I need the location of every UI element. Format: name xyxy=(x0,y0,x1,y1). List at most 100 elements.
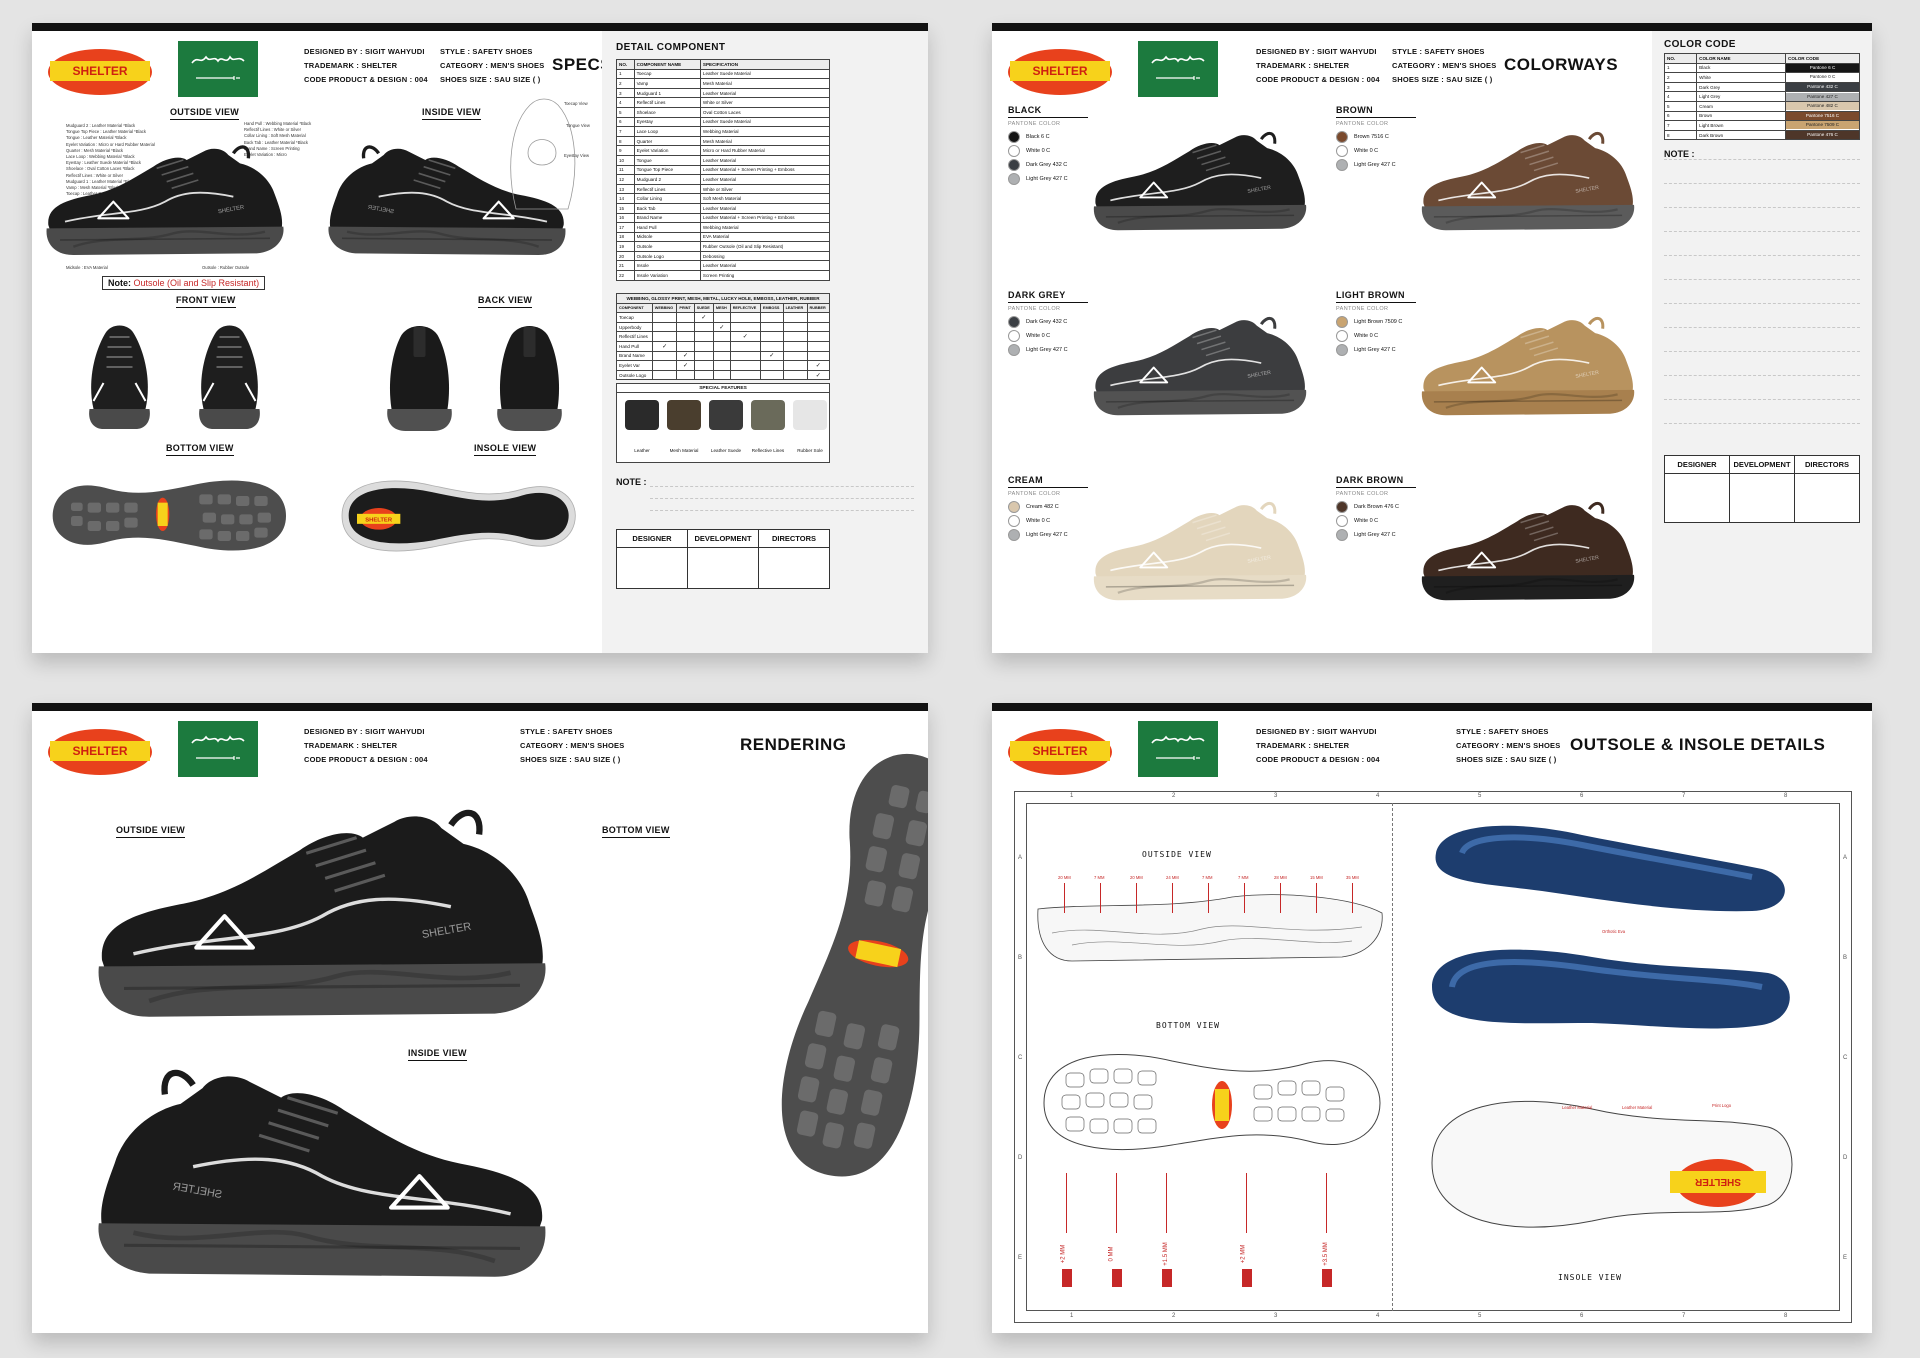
pantone-swatch: Light Grey 427 C xyxy=(1008,344,1068,356)
annotation-right: Reflectif Lines : White or Silver xyxy=(244,127,302,133)
feature-label: Leather Suede xyxy=(710,448,742,453)
designed-by: DESIGNED BY : SIGIT WAHYUDI xyxy=(304,47,425,56)
note-label: NOTE : xyxy=(616,477,647,487)
note-line xyxy=(1664,231,1860,232)
detail-cell: 17 xyxy=(616,222,635,233)
grid-column-label: 8 xyxy=(1784,1313,1788,1319)
measure-line xyxy=(1326,1173,1327,1233)
code-swatch-cell: Pantone 427 C xyxy=(1785,91,1860,102)
detail-cell: Brand Name xyxy=(633,212,701,224)
callout-leather-1: Leather Material xyxy=(1562,1105,1593,1110)
code-name: Black xyxy=(1696,62,1786,74)
detail-cell: 13 xyxy=(616,183,635,195)
render-inside-shoe xyxy=(82,1063,562,1283)
detail-cell: White or Silver xyxy=(699,183,831,195)
colorway-shoe xyxy=(1416,310,1640,422)
designed-by: DESIGNED BY : SIGIT WAHYUDI xyxy=(304,727,425,736)
inside-view-label: INSIDE VIEW xyxy=(422,107,481,120)
note-line xyxy=(650,498,914,499)
bottom-view-label: BOTTOM VIEW xyxy=(166,443,234,456)
detail-cell: 7 xyxy=(616,126,635,137)
detail-cell: Vamp xyxy=(633,78,701,89)
grid-column-label: 2 xyxy=(1172,793,1176,799)
grid-column-label: 4 xyxy=(1376,1313,1380,1319)
pantone-swatch: Black 6 C xyxy=(1008,131,1050,143)
pantone-swatch: Dark Brown 476 C xyxy=(1336,501,1399,513)
detail-cell: 19 xyxy=(616,241,635,252)
matrix-check-cell xyxy=(693,340,714,352)
pantone-label: PANTONE COLOR xyxy=(1336,306,1389,312)
code-swatch-cell: Pantone 482 C xyxy=(1785,100,1860,112)
measure-label: +2 MM xyxy=(1060,1244,1067,1264)
measure-line xyxy=(1280,883,1281,913)
page-header: SHELTER DESIGNED BY : SIGIT WAHYUDI TRAD… xyxy=(32,711,928,783)
detail-cell: Toecap xyxy=(633,68,701,80)
matrix-check-cell xyxy=(712,340,731,352)
feature-swatch xyxy=(709,400,743,430)
drawing-insole-label: INSOLE VIEW xyxy=(1558,1273,1622,1282)
annotation-left: Tongue Top Piece : Leather Material *Bla… xyxy=(66,129,146,135)
top-bar xyxy=(32,23,928,31)
matrix-check-cell xyxy=(759,321,784,333)
detail-cell: 6 xyxy=(616,116,635,128)
matrix-row-name: Hand Pull xyxy=(616,340,653,352)
measure-line xyxy=(1064,883,1065,913)
matrix-check-cell xyxy=(782,321,808,333)
swatch-dot xyxy=(1008,515,1020,527)
swatch-label: Cream 482 C xyxy=(1026,504,1059,510)
matrix-row-name: Upperbody xyxy=(616,321,653,333)
front-view-label: FRONT VIEW xyxy=(176,295,236,308)
note-line xyxy=(1664,159,1860,160)
matrix-check-cell xyxy=(729,340,761,352)
feature-swatch xyxy=(625,400,659,430)
grid-column-label: 1 xyxy=(1070,1313,1074,1319)
matrix-check-cell xyxy=(712,331,731,342)
matrix-check-cell xyxy=(651,321,678,333)
detail-cell: 14 xyxy=(616,193,635,204)
table-row: Eyelet Var✓✓ xyxy=(616,360,830,371)
designed-by: DESIGNED BY : SIGIT WAHYUDI xyxy=(1256,47,1377,56)
category: CATEGORY : MEN'S SHOES xyxy=(1456,741,1561,750)
detail-cell: Outsole Logo xyxy=(633,250,701,262)
outsole-side-drawing xyxy=(1037,894,1383,962)
outsole-bottom-drawing xyxy=(1043,1053,1381,1150)
detail-cell: Leather Suede Material xyxy=(699,116,831,128)
colorway-shoe xyxy=(1088,125,1312,237)
note-line xyxy=(1664,375,1860,376)
swatch-dot xyxy=(1336,344,1348,356)
outside-view-label: OUTSIDE VIEW xyxy=(170,107,239,120)
header-meta-right: STYLE : SAFETY SHOES CATEGORY : MEN'S SH… xyxy=(440,45,544,87)
render-inside-label: INSIDE VIEW xyxy=(408,1048,467,1061)
brand-logo: SHELTER xyxy=(44,727,156,777)
detail-cell: Reflectif Lines xyxy=(633,183,701,195)
brand-logo: SHELTER xyxy=(1004,727,1116,777)
matrix-check-cell: ✓ xyxy=(729,331,761,342)
measure-line xyxy=(1172,883,1173,913)
matrix-header-cell: REFLECTIVE xyxy=(729,302,761,314)
thickness-marker xyxy=(1322,1269,1332,1287)
detail-cell: EVA Material xyxy=(699,231,831,243)
detail-cell: 1 xyxy=(616,68,635,80)
insole-top-render xyxy=(1435,825,1785,912)
page-header: SHELTER DESIGNED BY : SIGIT WAHYUDI TRAD… xyxy=(992,711,1872,783)
feature-label: Rubber Sole xyxy=(797,448,823,453)
matrix-check-cell: ✓ xyxy=(712,321,731,333)
detail-cell: 12 xyxy=(616,174,635,185)
swatch-label: Black 6 C xyxy=(1026,134,1050,140)
matrix-check-cell: ✓ xyxy=(676,350,695,362)
page-title: RENDERING xyxy=(740,735,847,754)
annotation-right: Hand Pull : Webbing Material *Black xyxy=(244,121,312,126)
detail-cell: Leather Material xyxy=(699,174,831,185)
saudi-flag-icon xyxy=(178,41,258,97)
note-line xyxy=(1664,183,1860,184)
code-value: Pantone 7516 C xyxy=(1786,111,1859,120)
colorway-name: BROWN xyxy=(1336,105,1416,118)
code-header-cell: NO. xyxy=(1663,53,1698,64)
